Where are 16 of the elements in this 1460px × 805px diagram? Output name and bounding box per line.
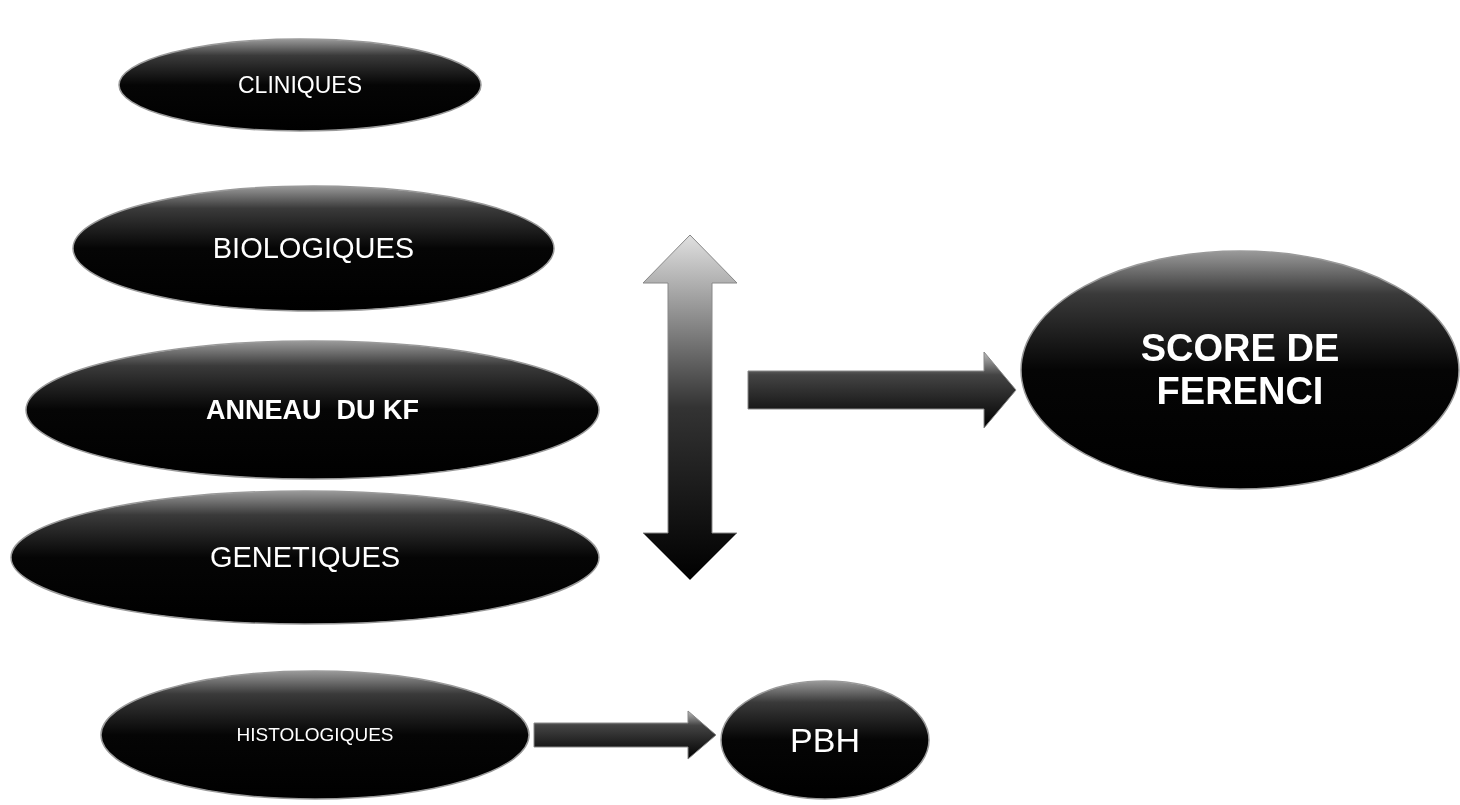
ellipse-node bbox=[72, 185, 555, 312]
ellipse-node bbox=[1020, 250, 1460, 490]
node-label: BIOLOGIQUES bbox=[212, 232, 415, 265]
ellipse-node bbox=[720, 680, 930, 800]
block-arrow bbox=[747, 351, 1017, 429]
ellipse-node bbox=[25, 340, 600, 480]
node-label: ANNEAU DU KF bbox=[206, 394, 419, 426]
node-label: HISTOLOGIQUES bbox=[236, 724, 394, 746]
node-label: GENETIQUES bbox=[209, 541, 401, 574]
ellipse-node bbox=[100, 670, 530, 800]
block-arrow bbox=[533, 710, 717, 760]
node-label: SCORE DE FERENCI bbox=[1139, 327, 1341, 413]
ellipse-node bbox=[118, 38, 482, 132]
node-label: CLINIQUES bbox=[238, 71, 362, 99]
ellipse-node bbox=[10, 490, 600, 625]
node-label: PBH bbox=[790, 720, 860, 760]
